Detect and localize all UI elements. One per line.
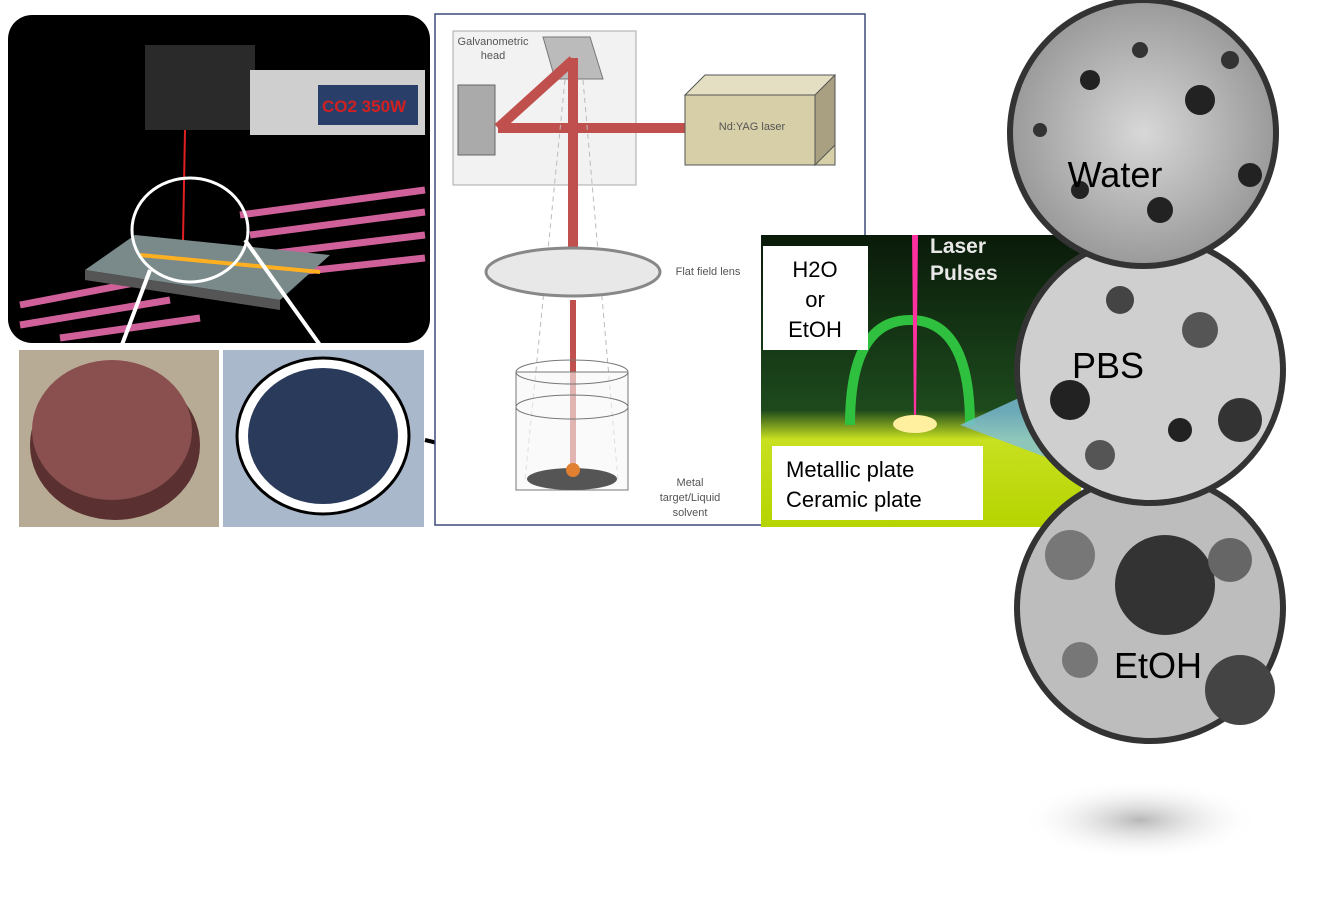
solvent-label: or: [805, 287, 825, 312]
tem-image-water: [1007, 0, 1279, 269]
galvo-label: Galvanometric: [458, 36, 529, 48]
solvent-label: H2O: [792, 257, 837, 282]
target-photo-after: [223, 350, 424, 527]
plate-label: Metallic plate: [786, 457, 914, 482]
lens-label: Flat field lens: [676, 266, 741, 278]
target-photo-before: [19, 350, 219, 527]
pulses-label: Pulses: [930, 262, 998, 285]
shadow: [1020, 780, 1260, 860]
solvent-label: EtOH: [788, 317, 842, 342]
tem-image-pbs: [1014, 234, 1286, 506]
target-label: solvent: [673, 507, 708, 519]
laser-source-label: Nd:YAG laser: [719, 121, 786, 133]
co2-laser-label: CO2 350W: [322, 97, 407, 116]
galvo-label: head: [481, 50, 505, 62]
pulses-label: Laser: [930, 235, 986, 258]
target-label: Metal: [677, 477, 704, 489]
co2-laser-illustration: CO2 350W: [8, 15, 430, 351]
tem-label-pbs: PBS: [1072, 345, 1144, 386]
tem-image-etoh: [1014, 472, 1286, 744]
tem-label-water: Water: [1068, 154, 1163, 195]
tem-label-etoh: EtOH: [1114, 645, 1202, 686]
target-label: target/Liquid: [660, 492, 721, 504]
plate-label: Ceramic plate: [786, 487, 922, 512]
